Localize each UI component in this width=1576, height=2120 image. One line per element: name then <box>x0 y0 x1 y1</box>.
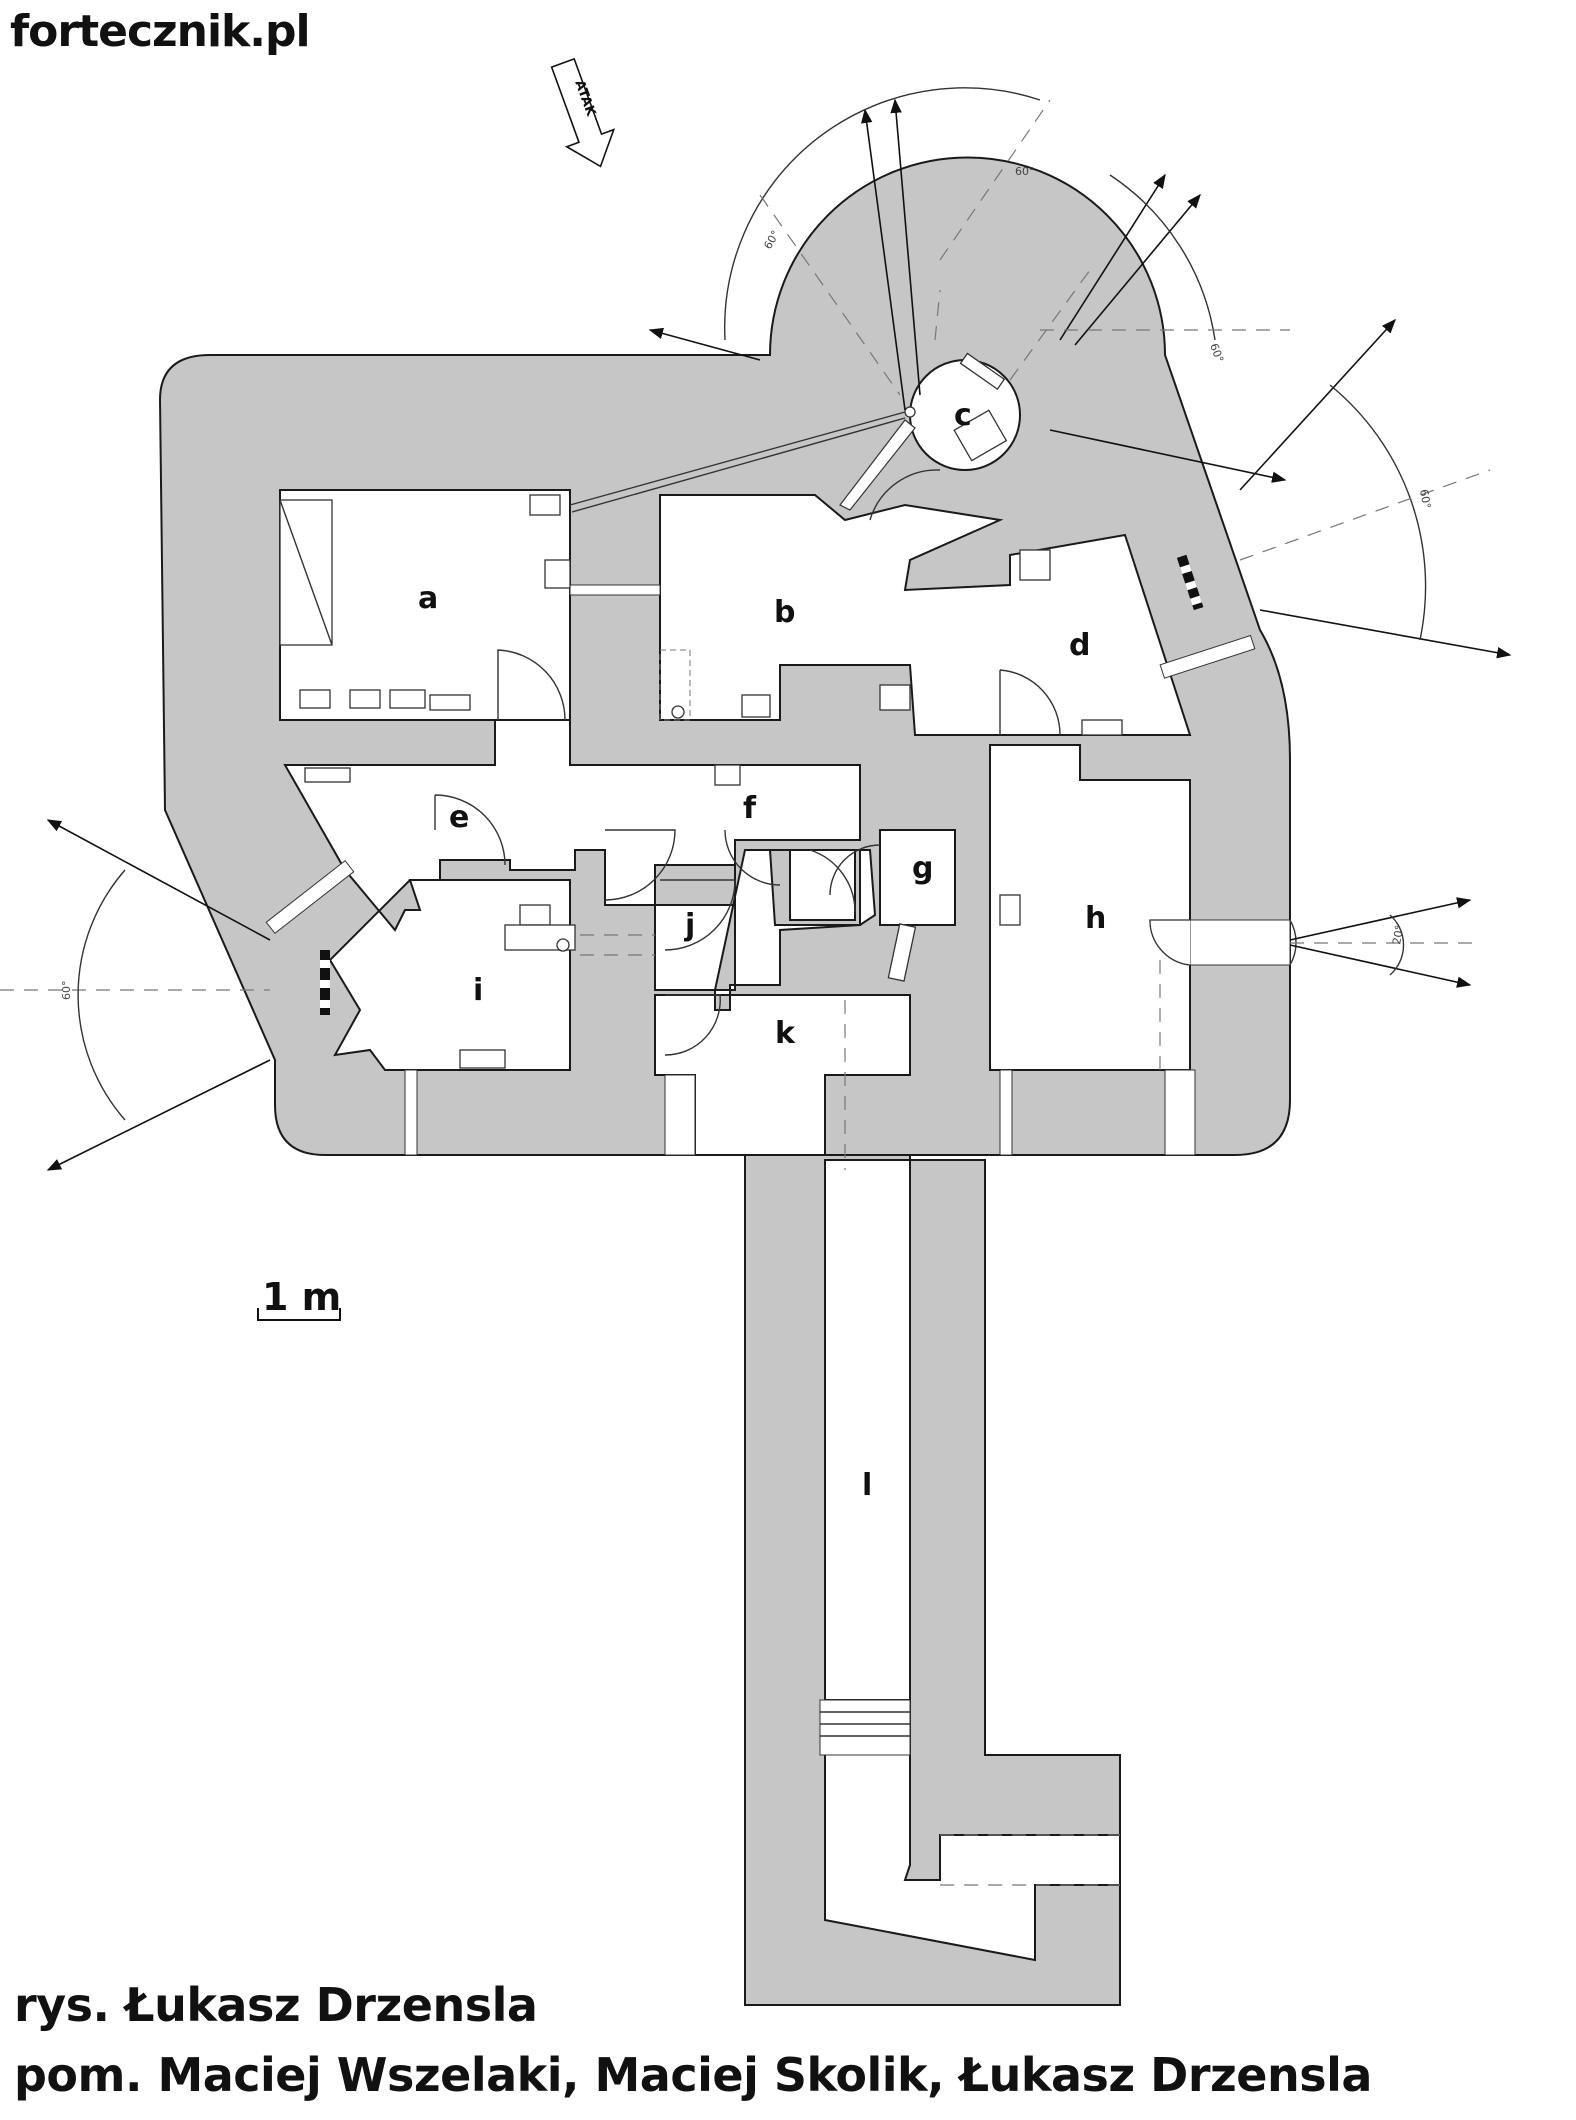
room-label-b: b <box>774 595 795 630</box>
scale-bar: 1 m <box>257 1275 341 1321</box>
angle-label: 60° <box>1207 342 1226 365</box>
fields-of-fire <box>0 87 1512 1171</box>
room-label-i: i <box>473 973 483 1008</box>
turret-c <box>569 352 1021 521</box>
wall-mass <box>158 156 1291 2006</box>
room-label-a: a <box>418 581 438 616</box>
room-label-h: h <box>1085 901 1106 936</box>
room-labels: a b c d e f g h i j k l <box>418 398 1106 1503</box>
room-label-j: j <box>684 908 695 943</box>
room-label-l: l <box>862 1468 872 1503</box>
angle-label: 60° <box>60 981 73 1001</box>
help-credit: pom. Maciej Wszelaki, Maciej Skolik, Łuk… <box>14 2048 1372 2102</box>
room-label-g: g <box>912 851 933 886</box>
angle-label: 60° <box>1417 488 1433 509</box>
room-label-d: d <box>1069 628 1090 663</box>
doors <box>434 649 1297 1056</box>
site-watermark: fortecznik.pl <box>10 6 311 57</box>
loopholes <box>320 554 1204 1015</box>
room-label-f: f <box>743 791 757 826</box>
drawing-credit: rys. Łukasz Drzensla <box>14 1978 538 2032</box>
angle-label: 60° <box>761 228 782 251</box>
room-label-k: k <box>775 1016 796 1051</box>
scale-label: 1 m <box>262 1275 341 1319</box>
attack-direction-arrow: ATAK <box>550 57 616 168</box>
angle-label: 20° <box>1390 924 1406 945</box>
angle-label: 60° <box>1015 165 1035 178</box>
room-label-e: e <box>449 800 469 835</box>
room-label-c: c <box>954 398 972 433</box>
fixtures <box>279 494 1191 1886</box>
